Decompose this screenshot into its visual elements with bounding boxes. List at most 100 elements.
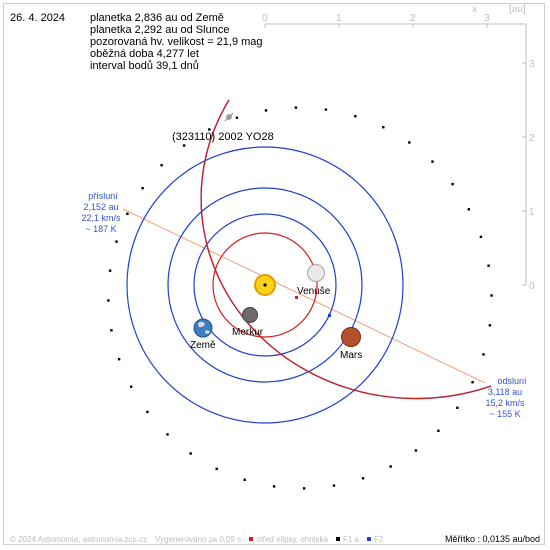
info-sun-distance: planetka 2,292 au od Slunce: [90, 24, 230, 36]
mercury-disc: [242, 307, 258, 323]
focus-f2-mark: [328, 314, 331, 317]
earth: Země: [190, 318, 216, 351]
date-label: 26. 4. 2024: [10, 12, 66, 24]
orbit-position-dot: [354, 115, 357, 118]
svg-text:15,2 km/s: 15,2 km/s: [485, 398, 525, 408]
orbit-position-dot: [414, 449, 418, 452]
x-tick-label: 0: [262, 13, 268, 24]
orbit-position-dot: [389, 465, 392, 468]
sun: [254, 274, 276, 296]
svg-text:~ 155 K: ~ 155 K: [489, 409, 520, 419]
y-tick-label: 3: [529, 59, 535, 70]
ellipse-center-mark: [295, 296, 298, 299]
orbit-position-dot: [467, 208, 470, 211]
orbit-position-dot: [108, 269, 112, 272]
orbit-position-dot: [166, 433, 169, 436]
orbit-position-dot: [382, 126, 385, 129]
orbit-position-dot: [471, 381, 474, 384]
orbit-position-dot: [490, 294, 493, 297]
y-tick-label: 1: [529, 207, 535, 218]
mars-disc: [341, 327, 361, 347]
svg-text:~ 187 K: ~ 187 K: [85, 224, 116, 234]
earth-disc: [193, 318, 213, 338]
mars-orbit: [126, 146, 404, 424]
orbit-position-dot: [264, 109, 268, 112]
apsis-line: [122, 208, 486, 384]
info-period: oběžná doba 4,277 let: [90, 48, 199, 60]
orbit-position-dot: [482, 353, 485, 356]
orbit-position-dot: [302, 487, 306, 490]
info-earth-distance: planetka 2,836 au od Země: [90, 12, 224, 24]
orbit-position-dot: [272, 485, 276, 488]
footer: © 2024 Astronomia, astronomia.zcu.cz Vyg…: [10, 534, 540, 544]
svg-text:22,1 km/s: 22,1 km/s: [81, 213, 121, 223]
orbit-position-dot: [110, 329, 113, 332]
orbit-position-dot: [141, 187, 144, 190]
orbit-position-dot: [215, 467, 218, 470]
orbit-position-dot: [488, 324, 492, 327]
earth-orbit: [167, 187, 363, 383]
footer-legend-center: střed elipsy, ohniska: [249, 535, 328, 544]
footer-legend-f1: F1 a: [335, 535, 359, 544]
orbit-position-dot: [146, 410, 149, 414]
svg-text:3,118 au: 3,118 au: [488, 387, 522, 397]
orbit-position-dot: [332, 484, 336, 487]
unit-label: [au]: [509, 4, 526, 15]
orbit-position-dot: [456, 406, 459, 409]
position-dots: [107, 106, 493, 490]
orbit-position-dot: [235, 116, 239, 119]
asteroid-orbit: [200, 99, 492, 400]
asteroid-orbit-south-arc: [200, 99, 492, 400]
venus-disc: [307, 264, 325, 282]
info-panel: planetka 2,836 au od Země planetka 2,292…: [90, 12, 263, 72]
mercury: Merkur: [232, 307, 264, 338]
info-magnitude: pozorovaná hv. velikost = 21,9 mag: [90, 36, 263, 48]
x-tick-label: 3: [484, 13, 490, 24]
axes: 0 1 2 3 3 2 1 0 x [au]: [262, 4, 535, 292]
earth-label: Země: [190, 340, 216, 351]
info-interval: interval bodů 39,1 dnů: [90, 60, 199, 72]
venus: Venuše: [297, 264, 331, 297]
orbit-position-dot: [479, 235, 483, 238]
diagram-frame: [3, 3, 545, 545]
orbit-position-dot: [117, 358, 121, 361]
x-tick-label: 2: [410, 13, 416, 24]
orbit-position-dot: [324, 108, 328, 111]
orbit-position-dot: [126, 212, 129, 215]
mars-label: Mars: [340, 350, 362, 361]
svg-text:odsluní: odsluní: [497, 376, 527, 386]
orbit-position-dot: [361, 477, 365, 480]
mercury-orbit: [212, 232, 318, 338]
svg-text:2,152 au: 2,152 au: [83, 202, 118, 212]
orbit-position-dot: [431, 160, 434, 163]
venus-orbit: [193, 213, 337, 357]
x-axis-label: x: [472, 4, 477, 15]
footer-scale: Měřítko : 0,0135 au/bod: [444, 534, 540, 544]
orbit-position-dot: [451, 182, 454, 186]
orbit-position-dot: [437, 429, 440, 432]
venus-label: Venuše: [297, 286, 331, 297]
orbit-position-dot: [182, 144, 186, 147]
footer-generated: Vygenerováno za 0,09 s: [155, 534, 242, 544]
orbit-position-dot: [243, 478, 246, 481]
x-tick-label: 1: [336, 13, 342, 24]
asteroid-name: (323110) 2002 YO28: [172, 131, 274, 143]
orbit-position-dot: [115, 240, 118, 243]
y-tick-label: 2: [529, 133, 535, 144]
orbit-position-dot: [189, 452, 192, 455]
footer-credit: © 2024 Astronomia, astronomia.zcu.cz: [10, 534, 148, 544]
orbit-position-dot: [130, 385, 133, 388]
y-tick-label: 0: [529, 281, 535, 292]
footer-legend-f2: F2: [366, 535, 383, 544]
orbit-position-dot: [107, 299, 110, 302]
aphelion-label: odsluní 3,118 au 15,2 km/s ~ 155 K: [485, 376, 527, 419]
mercury-label: Merkur: [232, 327, 264, 338]
mars: Mars: [340, 327, 362, 361]
orbit-position-dot: [160, 164, 163, 167]
svg-text:přísluní: přísluní: [88, 191, 118, 201]
planet-orbits: [126, 146, 404, 424]
orbit-position-dot: [408, 141, 411, 144]
orbit-position-dot: [294, 106, 298, 109]
